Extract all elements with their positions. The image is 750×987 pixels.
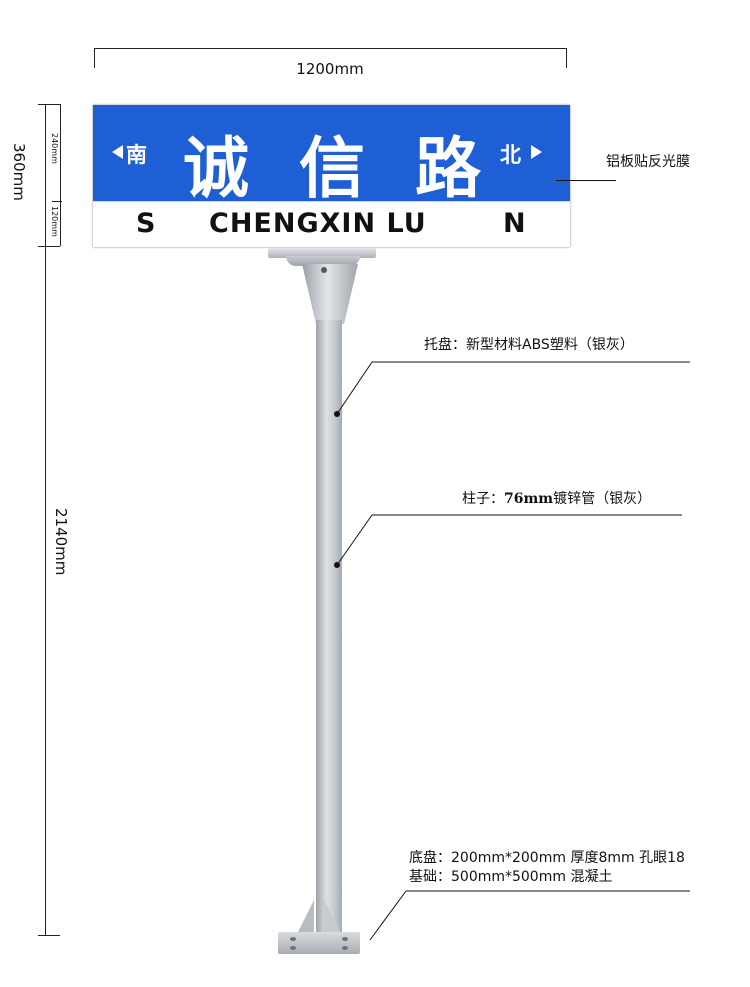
tray-plate bbox=[268, 248, 376, 258]
english-south-label: S bbox=[136, 208, 157, 239]
dim-tick-top bbox=[38, 104, 60, 105]
width-dimension-label: 1200mm bbox=[296, 60, 364, 78]
overall-height-line bbox=[45, 104, 46, 936]
base-gussets bbox=[296, 900, 342, 936]
dim-tick-bottom bbox=[38, 935, 60, 936]
north-direction-label: 北 bbox=[500, 143, 521, 167]
right-arrow-icon bbox=[531, 145, 542, 159]
foundation-label: 基础：500mm*500mm 混凝土 bbox=[409, 869, 613, 885]
dim-tick-sign-bottom bbox=[38, 246, 60, 247]
sign-char-3: 路 bbox=[415, 130, 481, 207]
column-size: 76mm bbox=[504, 491, 554, 507]
sign-char-2: 信 bbox=[299, 130, 365, 207]
sign-white-panel: S CHENGXIN LU N bbox=[93, 201, 570, 247]
tray-label: 托盘：新型材料ABS塑料（银灰） bbox=[424, 337, 634, 353]
south-direction-label: 南 bbox=[126, 143, 147, 167]
column-prefix: 柱子： bbox=[462, 491, 504, 507]
base-plate-label: 底盘：200mm*200mm 厚度8mm 孔眼18 bbox=[409, 850, 685, 866]
english-north-label: N bbox=[503, 208, 527, 239]
base-hole bbox=[342, 937, 348, 941]
sign-char-1: 诚 bbox=[183, 130, 249, 207]
street-sign: 南 诚 信 路 北 S CHENGXIN LU N bbox=[93, 105, 570, 247]
panel-material-label: 铝板贴反光膜 bbox=[606, 154, 690, 170]
galvanized-pole bbox=[316, 320, 342, 936]
panel-leader-line bbox=[556, 180, 616, 181]
left-arrow-icon bbox=[112, 145, 123, 159]
sign-blue-panel: 南 诚 信 路 北 bbox=[93, 105, 570, 207]
column-label: 柱子：76mm镀锌管（银灰） bbox=[462, 488, 651, 508]
base-hole bbox=[290, 937, 296, 941]
english-street-name: CHENGXIN LU bbox=[209, 208, 427, 239]
tray-ring bbox=[286, 256, 360, 266]
base-hole bbox=[290, 946, 296, 950]
width-dimension-line bbox=[94, 48, 567, 68]
tray-cone bbox=[302, 264, 358, 324]
sign-segment-line bbox=[60, 104, 61, 246]
dim-tick-split bbox=[52, 201, 62, 202]
base-hole bbox=[342, 946, 348, 950]
base-plate bbox=[278, 932, 360, 954]
column-suffix: 镀锌管（银灰） bbox=[553, 491, 652, 507]
